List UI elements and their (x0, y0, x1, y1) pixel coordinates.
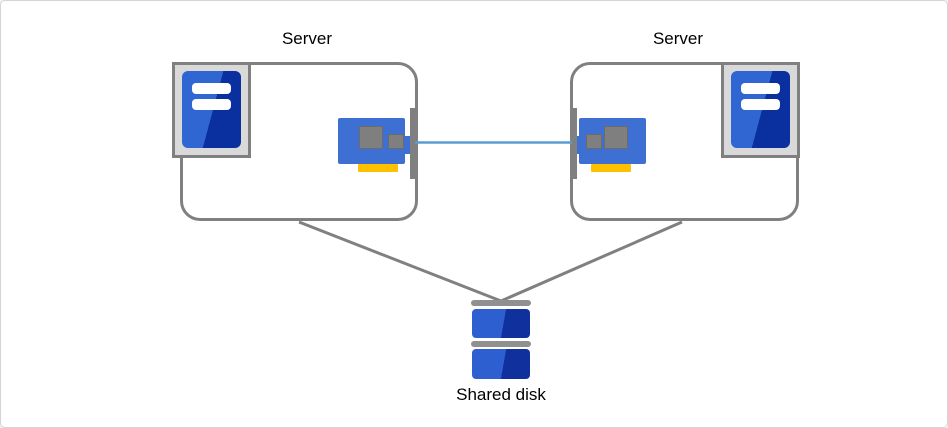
server-icon (721, 62, 800, 158)
disk-platter (472, 309, 530, 338)
left-server-to-disk-line (298, 220, 502, 303)
server-label-right: Server (652, 29, 704, 48)
disk-platter (472, 349, 530, 379)
nic-bracket (410, 108, 415, 179)
disk-icon (471, 341, 531, 347)
server-drive-bay (192, 99, 231, 110)
right-server-to-disk-line (500, 220, 683, 303)
nic-edge-connector (591, 164, 631, 172)
server-label-left: Server (281, 29, 333, 48)
shared-disk-label: Shared disk (456, 385, 546, 404)
server-tower (731, 71, 790, 148)
server-drive-bay (741, 99, 780, 110)
server-icon (172, 62, 251, 158)
server-tower (182, 71, 241, 148)
nic-chip-icon (604, 126, 628, 149)
nic-chip-icon (586, 134, 602, 149)
server-drive-bay (192, 83, 231, 94)
nic-edge-connector (358, 164, 398, 172)
nic-chip-icon (388, 134, 404, 149)
nic-tab (574, 136, 581, 154)
disk-icon (471, 300, 531, 306)
server-drive-bay (741, 83, 780, 94)
nic-bracket (572, 108, 577, 179)
nic-tab (404, 136, 411, 154)
nic-chip-icon (359, 126, 383, 149)
